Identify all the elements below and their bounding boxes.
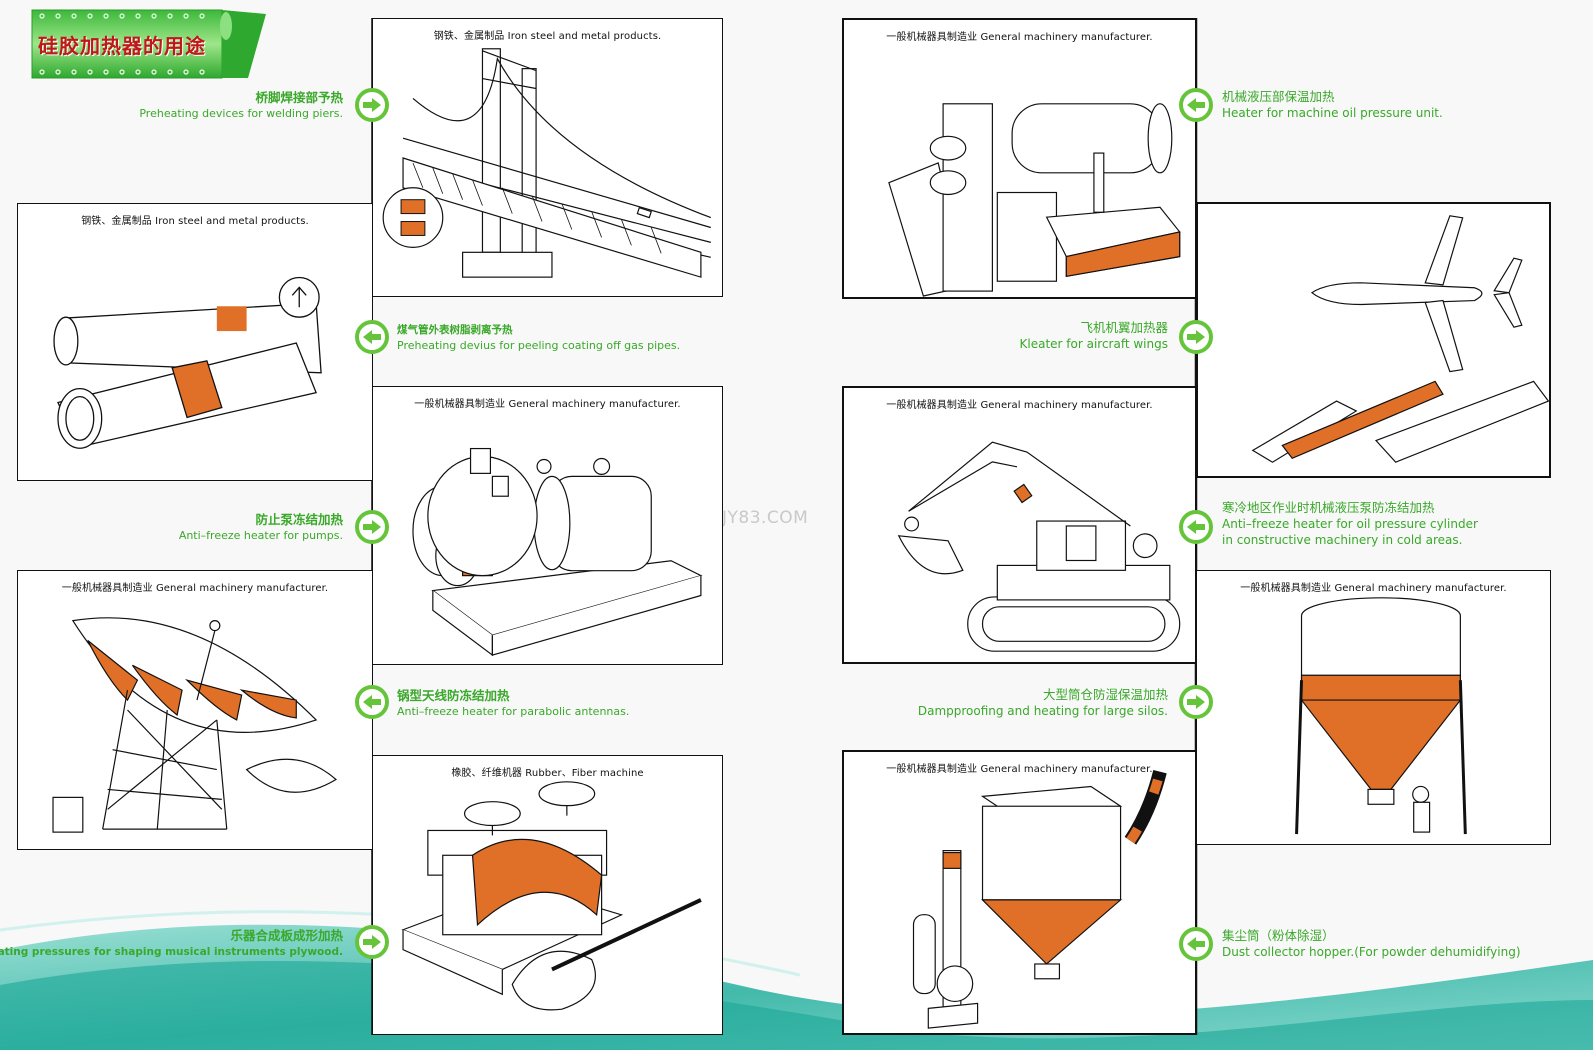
label-aircraft: 飞机机翼加热器 Kleater for aircraft wings (1020, 320, 1169, 352)
label-welding-piers: 桥脚焊接部予热 Preheating devices for welding p… (139, 90, 343, 122)
arrow-button-oil-unit[interactable] (1179, 88, 1213, 122)
watermark: JY83.COM (722, 508, 809, 528)
panel-caption: 一般机械器具制造业 General machinery manufacturer… (886, 32, 1153, 43)
panel-caption: 一般机械器具制造业 General machinery manufacturer… (886, 400, 1153, 411)
panel-oil-unit: 一般机械器具制造业 General machinery manufacturer… (842, 18, 1197, 299)
label-plywood: 乐器合成板成形加热 Heating pressures for shaping … (0, 928, 343, 960)
label-oil-unit: 机械液压部保温加热 Heater for machine oil pressur… (1222, 89, 1443, 121)
silo-illustration (1295, 597, 1467, 835)
label-zh: 大型筒仓防湿保温加热 (1042, 687, 1168, 702)
arrow-button-pumps[interactable] (355, 510, 389, 544)
arrow-right-icon (363, 98, 381, 112)
parabolic-antenna-illustration (52, 617, 337, 833)
label-en: Dust collector hopper.(For powder dehumi… (1222, 945, 1521, 959)
arrow-button-antennas[interactable] (355, 685, 389, 719)
panel-caption: 钢铁、金属制品 Iron steel and metal products. (433, 31, 662, 42)
label-en-line2: in constructive machinery in cold areas. (1222, 533, 1463, 547)
label-zh: 集尘筒（粉体除湿） (1222, 928, 1335, 943)
arrow-right-icon (363, 935, 381, 949)
panel-caption: 一般机械器具制造业 General machinery manufacturer… (414, 399, 681, 410)
arrow-button-dust[interactable] (1179, 927, 1213, 961)
oil-pressure-unit-illustration (888, 103, 1181, 297)
label-en: Heater for machine oil pressure unit. (1222, 106, 1443, 120)
suspension-bridge-illustration (382, 48, 712, 278)
title-banner (31, 9, 266, 79)
arrow-left-icon (1187, 937, 1205, 951)
panel-caption: 一般机械器具制造业 General machinery manufacturer… (1240, 583, 1507, 594)
arrow-right-icon (1187, 330, 1205, 344)
label-en: Preheating devices for welding piers. (139, 107, 343, 120)
label-zh: 桥脚焊接部予热 (255, 90, 343, 105)
aircraft-wings-illustration (1251, 215, 1549, 463)
label-en: Preheating devius for peeling coating of… (397, 339, 681, 352)
arrow-button-aircraft[interactable] (1179, 320, 1213, 354)
panel-silo: 一般机械器具制造业 General machinery manufacturer… (1196, 570, 1551, 845)
panel-caption: 一般机械器具制造业 General machinery manufacturer… (61, 583, 329, 594)
panel-caption: 钢铁、金属制品 Iron steel and metal products. (81, 216, 309, 227)
label-zh: 机械液压部保温加热 (1222, 89, 1335, 104)
arrow-left-icon (1187, 520, 1205, 534)
panel-antenna: 一般机械器具制造业 General machinery manufacturer… (17, 570, 373, 850)
label-zh: 防止泵冻结加热 (255, 512, 343, 527)
label-dust: 集尘筒（粉体除湿） Dust collector hopper.(For pow… (1222, 928, 1521, 960)
panel-press: 橡胶、纤维机器 Rubber、Fiber machine (372, 755, 723, 1035)
excavator-illustration (897, 441, 1181, 652)
panel-dust: 一般机械器具制造业 General machinery manufacturer… (842, 750, 1197, 1035)
label-zh: 锅型天线防冻结加热 (397, 688, 510, 703)
label-gas-pipes: 煤气管外表树脂剥离予热 Preheating devius for peelin… (397, 322, 680, 354)
panel-gas-pipes: 钢铁、金属制品 Iron steel and metal products. (17, 203, 373, 481)
label-en: Dampproofing and heating for large silos… (917, 704, 1168, 718)
label-pumps: 防止泵冻结加热 Anti–freeze heater for pumps. (179, 512, 343, 544)
label-en: Anti–freeze heater for parabolic antenna… (397, 705, 630, 718)
arrow-button-plywood[interactable] (355, 925, 389, 959)
label-zh: 寒冷地区作业时机械液压泵防冻结加热 (1222, 500, 1435, 515)
panel-pump: 一般机械器具制造业 General machinery manufacturer… (372, 386, 723, 665)
plywood-press-illustration (401, 781, 702, 1011)
arrow-left-icon (1187, 98, 1205, 112)
label-en: Kleater for aircraft wings (1019, 337, 1169, 351)
label-zh: 煤气管外表树脂剥离予热 (397, 324, 513, 336)
arrow-left-icon (363, 330, 381, 344)
page-title: 硅胶加热器的用途 (38, 34, 206, 58)
arrow-left-icon (363, 695, 381, 709)
label-antennas: 锅型天线防冻结加热 Anti–freeze heater for parabol… (397, 688, 629, 720)
panel-excavator: 一般机械器具制造业 General machinery manufacturer… (842, 386, 1197, 664)
dust-collector-illustration (912, 770, 1167, 1029)
gas-pipes-illustration (53, 276, 322, 449)
panel-caption: 一般机械器具制造业 General machinery manufacturer… (886, 764, 1153, 775)
label-cold-areas: 寒冷地区作业时机械液压泵防冻结加热 Anti–freeze heater for… (1222, 500, 1478, 548)
label-zh: 飞机机翼加热器 (1080, 320, 1168, 335)
label-silos: 大型筒仓防湿保温加热 Dampproofing and heating for … (918, 687, 1168, 719)
arrow-right-icon (363, 520, 381, 534)
arrow-button-silos[interactable] (1179, 685, 1213, 719)
label-en: Anti–freeze heater for pumps. (178, 529, 343, 542)
arrow-button-gas-pipes[interactable] (355, 320, 389, 354)
label-en: Heating pressures for shaping musical in… (0, 946, 343, 958)
panel-aircraft (1196, 202, 1551, 478)
panel-bridge: 钢铁、金属制品 Iron steel and metal products. (372, 18, 723, 297)
arrow-button-welding-piers[interactable] (355, 88, 389, 122)
arrow-button-cold-areas[interactable] (1179, 510, 1213, 544)
label-en: Anti–freeze heater for oil pressure cyli… (1222, 517, 1478, 531)
arrow-right-icon (1187, 695, 1205, 709)
panel-caption: 橡胶、纤维机器 Rubber、Fiber machine (451, 768, 644, 779)
pump-motor-illustration (412, 447, 703, 657)
label-zh: 乐器合成板成形加热 (230, 928, 343, 943)
